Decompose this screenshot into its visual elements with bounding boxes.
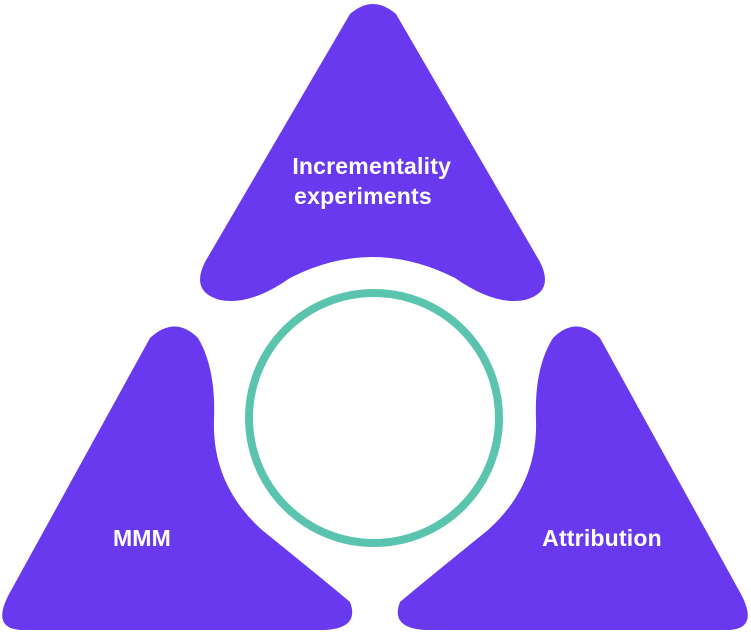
left-triangle-node: MMM <box>2 326 353 630</box>
right-triangle-label: Attribution <box>542 525 662 551</box>
top-triangle-label: Incrementality experiments <box>292 153 457 209</box>
left-triangle-label: MMM <box>113 525 171 551</box>
top-label-line-1: Incrementality <box>292 153 451 179</box>
left-label-line-1: MMM <box>113 525 171 551</box>
top-triangle-node: Incrementality experiments <box>200 4 545 302</box>
right-label-line-1: Attribution <box>542 525 662 551</box>
top-label-line-2: experiments <box>294 183 432 209</box>
right-triangle-node: Attribution <box>397 326 748 630</box>
left-triangle-shape <box>2 326 353 630</box>
center-ring <box>245 289 503 547</box>
right-triangle-shape <box>397 326 748 630</box>
top-triangle-shape <box>200 4 545 302</box>
